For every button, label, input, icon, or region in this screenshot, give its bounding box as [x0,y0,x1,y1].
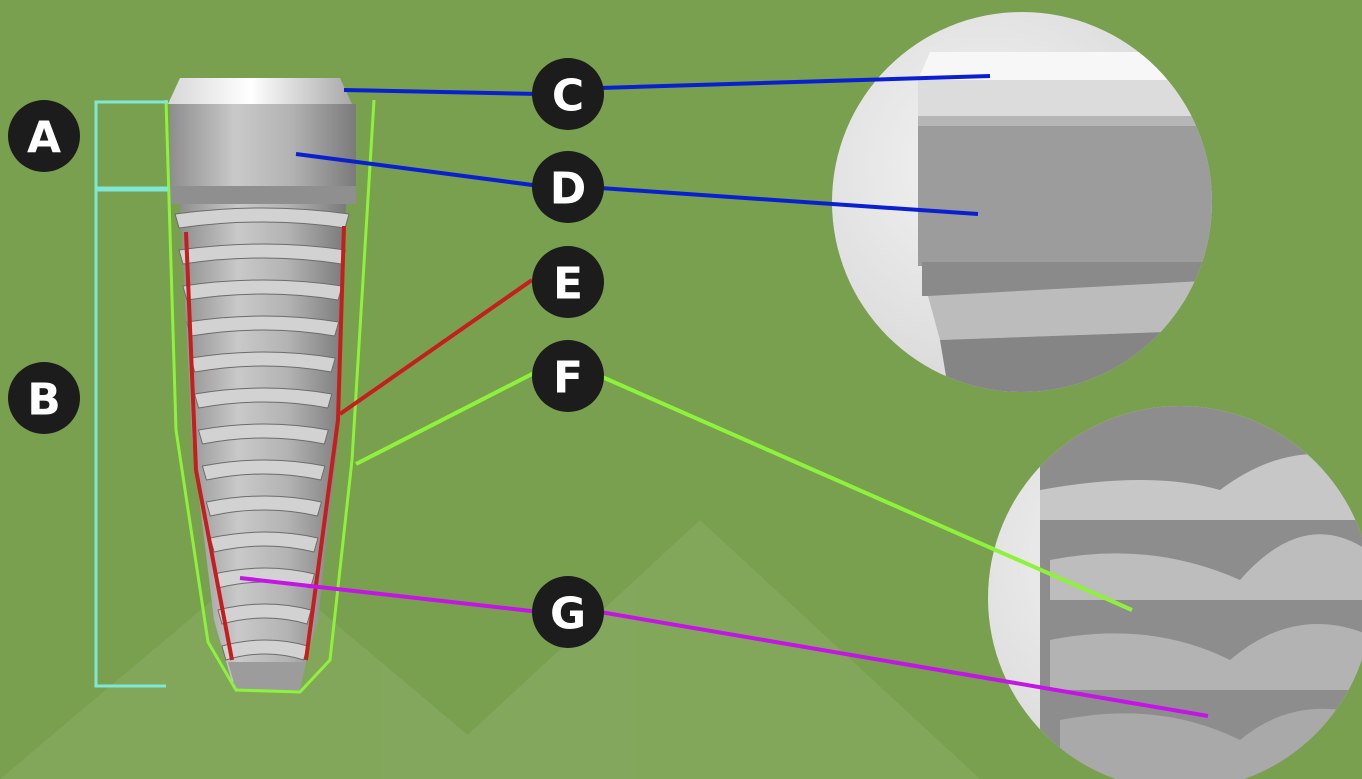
badge-f: F [532,340,604,412]
bracket-b [94,188,168,688]
core-line-left [184,231,234,661]
badge-f-label: F [553,353,583,404]
thread-ridge [205,495,323,517]
badge-d: D [532,151,604,223]
core-line-right [304,225,346,661]
thread-outline [164,99,376,694]
thread-detail-lens [988,406,1362,779]
thread-ridge [209,531,319,553]
leader-c [343,74,991,96]
implant-apex [228,662,306,690]
collar-detail-lens [832,12,1212,392]
collar-ring [170,186,356,204]
badge-b: B [8,362,80,434]
badge-b-label: B [27,375,61,426]
thread-ridge [217,603,312,625]
implant-threads [174,207,350,661]
thread-ridge [193,387,333,409]
implant-collar [170,104,356,194]
leader-g [239,576,1209,718]
thread-ridge [182,279,343,301]
badge-c: C [532,58,604,130]
leader-e [338,278,534,416]
badge-g: G [532,576,604,648]
bracket-a [94,100,168,190]
thread-ridge [197,423,329,445]
badge-c-label: C [552,71,584,122]
implant-collar-top [168,78,352,104]
leader-f [355,370,1133,612]
badge-e-label: E [553,259,583,310]
leader-lines [239,74,1209,718]
badge-a-label: A [27,113,61,164]
badge-a: A [8,100,80,172]
thread-ridge [174,207,350,229]
implant [164,78,376,694]
thread-ridge [186,315,340,337]
thread-ridge [190,351,336,373]
leader-d [295,152,979,216]
thread-ridge [201,459,326,481]
badge-g-label: G [550,589,586,640]
badge-d-label: D [550,164,587,215]
background-shading [0,520,980,779]
length-brackets [94,100,168,688]
badge-e: E [532,246,604,318]
